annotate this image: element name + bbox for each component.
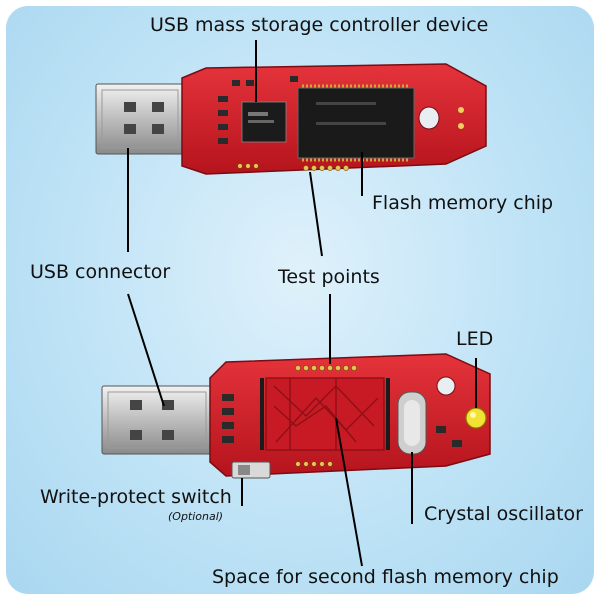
controller-chip: [241, 101, 287, 143]
bottom-components: [222, 394, 462, 447]
bottom-test-pads: [295, 365, 357, 467]
top-components: [218, 76, 298, 144]
label-controller: USB mass storage controller device: [150, 14, 489, 36]
label-second-flash-space: Space for second flash memory chip: [212, 566, 559, 588]
bottom-usb-drive: [101, 353, 491, 479]
second-chip-space: [265, 377, 385, 451]
leader-usb-bottom: [127, 293, 165, 407]
top-usb-drive: [95, 63, 487, 175]
usb-drive-illustration: [95, 40, 491, 567]
top-pcb-hole: [418, 106, 440, 130]
label-write-protect-switch: Write-protect switch: [40, 486, 232, 508]
label-test-points: Test points: [278, 266, 380, 288]
label-flash-memory-chip: Flash memory chip: [372, 192, 554, 214]
top-usb-connector-plug: [95, 83, 185, 155]
flash-memory-chip: [297, 84, 415, 162]
crystal-oscillator: [397, 391, 427, 455]
bottom-pcb-hole: [436, 376, 456, 396]
label-led: LED: [456, 328, 494, 350]
top-test-pads: [237, 163, 349, 171]
leader-test-top: [309, 171, 323, 257]
leader-lines: [127, 40, 477, 567]
diagram-frame: USB mass storage controller device Flash…: [6, 6, 594, 594]
led-component: [465, 407, 487, 429]
write-protect-switch: [231, 461, 271, 479]
bottom-usb-connector-plug: [101, 385, 213, 455]
leader-second-flash: [335, 417, 363, 567]
label-crystal-oscillator: Crystal oscillator: [424, 503, 583, 525]
bottom-pin-rows: [260, 378, 390, 450]
label-optional: (Optional): [168, 510, 224, 523]
label-usb-connector: USB connector: [30, 261, 171, 283]
